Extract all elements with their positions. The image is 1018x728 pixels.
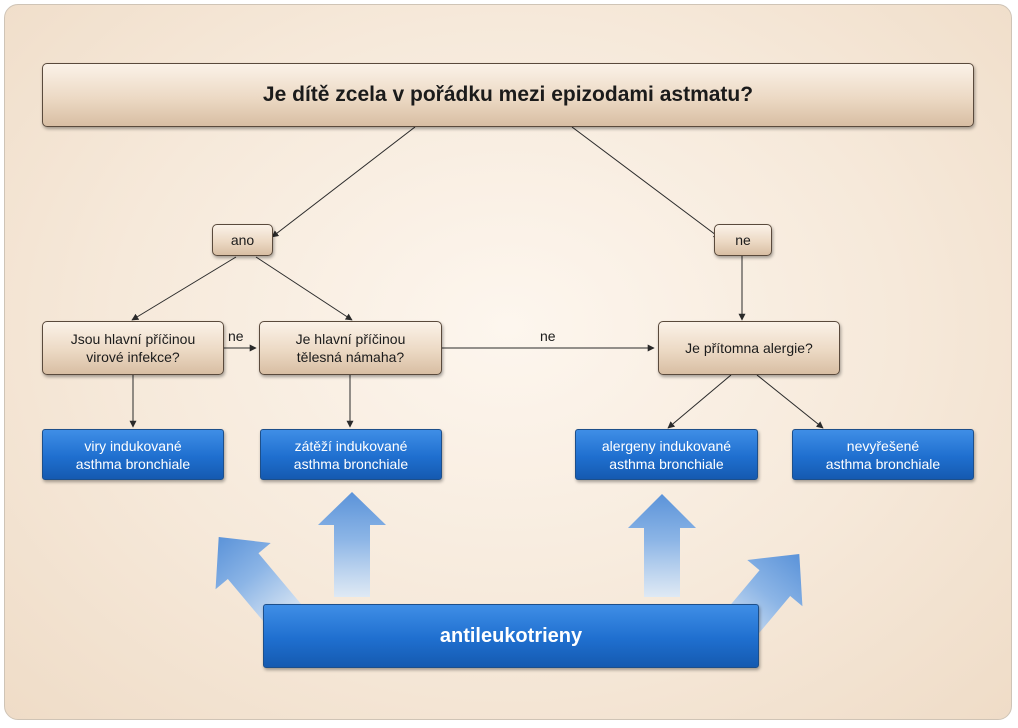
- allergy-question-text: Je přítomna alergie?: [685, 340, 813, 356]
- edge-allergy-to-unresolved: [756, 374, 824, 429]
- answer-no-label: ne: [735, 232, 751, 248]
- edge-yes-to-exercise: [255, 256, 353, 321]
- outcome-viral-text: viry indukované asthma bronchiale: [75, 437, 191, 472]
- edge-question-to-no: [571, 126, 721, 239]
- outcome-unresolved-box: nevyřešené asthma bronchiale: [792, 429, 974, 480]
- viral-question-text: Jsou hlavní příčinou virové infekce?: [70, 331, 196, 365]
- exercise-question-box: Je hlavní příčinou tělesná námaha?: [259, 321, 442, 375]
- edge-question-to-yes: [271, 126, 416, 238]
- outcome-allergen-box: alergeny indukované asthma bronchiale: [575, 429, 758, 480]
- outcome-allergen-text: alergeny indukované asthma bronchiale: [601, 437, 732, 472]
- exercise-question-text: Je hlavní příčinou tělesná námaha?: [295, 331, 406, 365]
- outcome-exercise-text: zátěží indukované asthma bronchiale: [293, 437, 409, 472]
- allergy-question-box: Je přítomna alergie?: [658, 321, 840, 375]
- answer-yes-box: ano: [212, 224, 273, 256]
- outcome-exercise-box: zátěží indukované asthma bronchiale: [260, 429, 442, 480]
- big-arrow-to-allergen: [628, 494, 696, 597]
- treatment-box: antileukotrieny: [263, 604, 759, 668]
- answer-yes-label: ano: [230, 232, 255, 248]
- exercise-to-allergy-label: ne: [540, 328, 556, 344]
- big-arrow-to-exercise: [318, 492, 386, 597]
- outcome-viral-box: viry indukované asthma bronchiale: [42, 429, 224, 480]
- viral-question-box: Jsou hlavní příčinou virové infekce?: [42, 321, 224, 375]
- treatment-text: antileukotrieny: [439, 625, 583, 647]
- main-question-text: Je dítě zcela v pořádku mezi epizodami a…: [262, 83, 754, 106]
- edge-allergy-to-allergen: [667, 374, 732, 429]
- answer-no-box: ne: [714, 224, 772, 256]
- outcome-unresolved-text: nevyřešené asthma bronchiale: [825, 437, 941, 472]
- viral-to-exercise-label: ne: [228, 328, 244, 344]
- edge-yes-to-viral: [131, 256, 237, 321]
- main-question-box: Je dítě zcela v pořádku mezi epizodami a…: [42, 63, 974, 127]
